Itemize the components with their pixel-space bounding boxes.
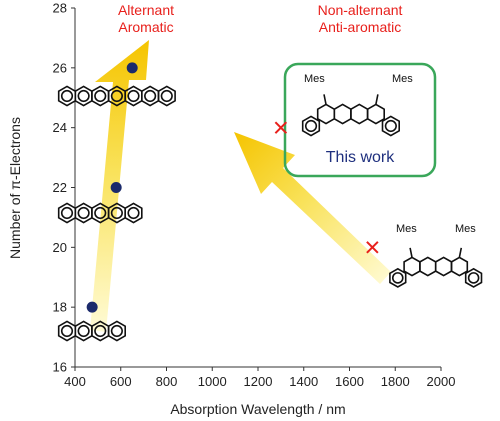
tetracene-structure [57, 202, 143, 224]
hexacene-structure [57, 85, 176, 107]
this-work-box [283, 62, 437, 178]
this-work-label: This work [326, 149, 395, 166]
x-tick-label: 400 [64, 374, 86, 389]
non-alternant-label-line2: Anti-aromatic [319, 19, 401, 35]
y-tick-label: 16 [53, 360, 67, 375]
data-point-antiaromatic [274, 121, 288, 134]
anthracene-structure [57, 320, 126, 342]
x-tick-label: 1000 [198, 374, 227, 389]
data-point-antiaromatic [366, 241, 379, 254]
alternant-label-line2: Aromatic [118, 19, 173, 35]
x-tick-label: 1200 [244, 374, 273, 389]
x-tick-label: 1400 [289, 374, 318, 389]
indenofluorene-structure [389, 247, 483, 288]
x-tick-label: 2000 [427, 374, 456, 389]
y-tick-label: 20 [53, 240, 67, 255]
y-tick-label: 24 [53, 120, 67, 135]
data-point-aromatic [126, 62, 138, 74]
mes-label: Mes [455, 223, 476, 235]
y-tick-label: 22 [53, 180, 67, 195]
y-tick-label: 26 [53, 60, 67, 75]
x-tick-label: 1600 [335, 374, 364, 389]
y-axis-title: Number of π-Electrons [7, 117, 23, 259]
y-tick-label: 18 [53, 300, 67, 315]
x-axis-title: Absorption Wavelength / nm [170, 401, 345, 417]
indenofluorene-this-work-structure [301, 94, 400, 137]
axis-ticks: 400 600 800 1000 1200 1400 1600 1800 2000 16 18 20 2… [53, 1, 456, 390]
y-tick-label: 28 [53, 1, 67, 16]
x-tick-label: 1800 [381, 374, 410, 389]
data-point-aromatic [110, 182, 122, 193]
trend-arrow-antiaromatic [234, 132, 391, 284]
alternant-label-line1: Alternant [118, 2, 174, 18]
non-alternant-label-line1: Non-alternant [318, 2, 403, 18]
x-tick-label: 600 [110, 374, 132, 389]
trend-arrow-aromatic [90, 40, 149, 332]
mes-label: Mes [392, 73, 413, 85]
mes-label: Mes [304, 73, 325, 85]
mes-label: Mes [396, 223, 417, 235]
data-points [86, 62, 379, 313]
x-tick-label: 800 [156, 374, 178, 389]
data-point-aromatic [86, 301, 98, 313]
